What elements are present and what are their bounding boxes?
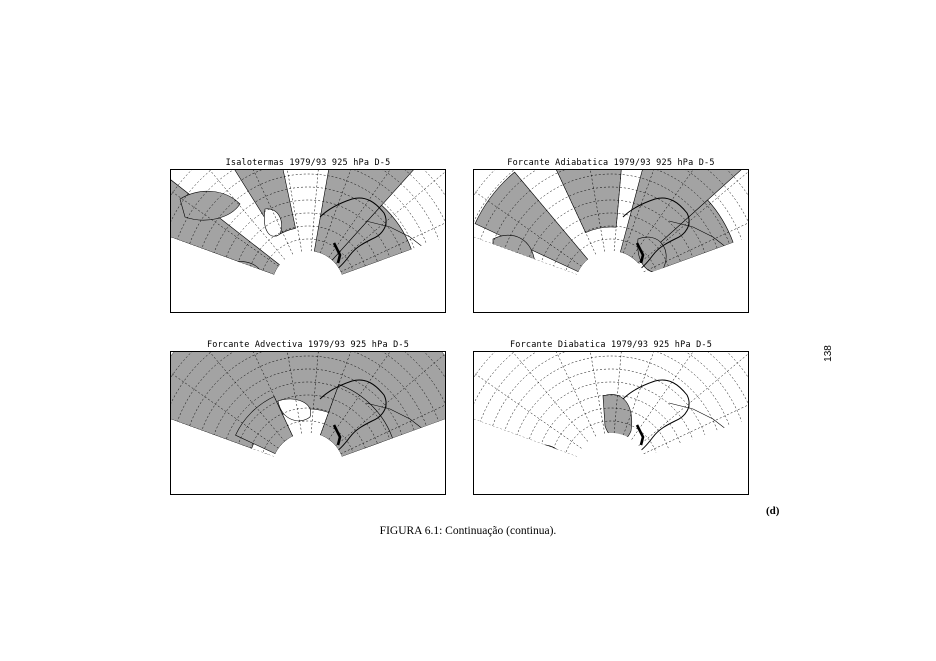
panel-title: Forcante Advectiva 1979/93 925 hPa D-5 xyxy=(206,340,410,350)
panel-title: Forcante Adiabatica 1979/93 925 hPa D-5 xyxy=(507,158,715,168)
panel-title: Forcante Diabatica 1979/93 925 hPa D-5 xyxy=(509,340,713,350)
panel-title: Isalotermas 1979/93 925 hPa D-5 xyxy=(225,158,391,168)
page-number: 138 xyxy=(822,345,834,362)
panel-forcante-advectiva: Forcante Advectiva 1979/93 925 hPa D-5 xyxy=(170,340,446,496)
panel-forcante-adiabatica: Forcante Adiabatica 1979/93 925 hPa D-5 xyxy=(473,158,749,314)
panel-label: (d) xyxy=(766,505,780,517)
figure-caption: FIGURA 6.1: Continuação (continua). xyxy=(379,525,557,537)
panel-isalotermas: Isalotermas 1979/93 925 hPa D-5 xyxy=(170,158,446,314)
panel-forcante-diabatica: Forcante Diabatica 1979/93 925 hPa D-5 xyxy=(473,340,749,496)
polar-map xyxy=(170,351,446,495)
polar-map xyxy=(473,169,749,313)
polar-map xyxy=(170,169,446,313)
polar-map xyxy=(473,351,749,495)
